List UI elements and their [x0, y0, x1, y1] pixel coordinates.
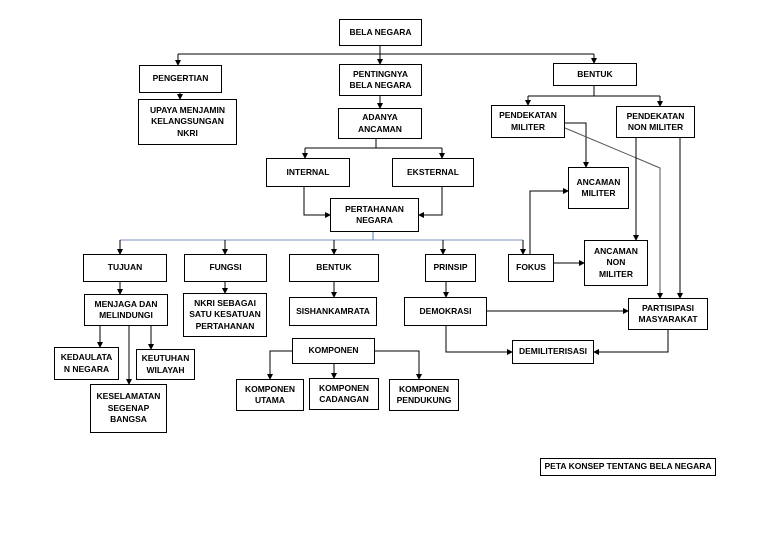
connector-line	[529, 188, 569, 254]
node-pengertian: PENGERTIAN	[139, 65, 222, 93]
node-komponen-cadangan: KOMPONEN CADANGAN	[309, 378, 379, 410]
node-kedaulatan: KEDAULATA N NEGARA	[54, 347, 119, 380]
connector-line	[445, 326, 513, 355]
node-partisipasi: PARTISIPASI MASYARAKAT	[628, 298, 708, 330]
node-pertahanan-negara: PERTAHANAN NEGARA	[330, 198, 419, 232]
node-bentuk-mid: BENTUK	[289, 254, 379, 282]
connector-line	[418, 187, 443, 218]
node-fungsi: FUNGSI	[184, 254, 267, 282]
node-sishankamrata: SISHANKAMRATA	[289, 297, 377, 326]
node-menjaga: MENJAGA DAN MELINDUNGI	[84, 294, 168, 326]
node-komponen: KOMPONEN	[292, 338, 375, 364]
node-pendekatan-non-militer: PENDEKATAN NON MILITER	[616, 106, 695, 138]
node-keselamatan: KESELAMATAN SEGENAP BANGSA	[90, 384, 167, 433]
node-komponen-utama: KOMPONEN UTAMA	[236, 379, 304, 411]
node-pentingnya: PENTINGNYA BELA NEGARA	[339, 64, 422, 96]
node-bentuk-top: BENTUK	[553, 63, 637, 86]
node-adanya-ancaman: ADANYA ANCAMAN	[338, 108, 422, 139]
connector-line	[593, 330, 669, 355]
node-fokus: FOKUS	[508, 254, 554, 282]
connector-line	[303, 187, 331, 218]
node-prinsip: PRINSIP	[425, 254, 476, 282]
node-demiliterisasi: DEMILITERISASI	[512, 340, 594, 364]
node-demokrasi: DEMOKRASI	[404, 297, 487, 326]
connector-line	[375, 350, 422, 380]
node-nkri-sebagai: NKRI SEBAGAI SATU KESATUAN PERTAHANAN	[183, 293, 267, 337]
connector-line	[565, 122, 589, 168]
node-komponen-pendukung: KOMPONEN PENDUKUNG	[389, 379, 459, 411]
node-tujuan: TUJUAN	[83, 254, 167, 282]
node-bela-negara: BELA NEGARA	[339, 19, 422, 46]
node-ancaman-militer: ANCAMAN MILITER	[568, 167, 629, 209]
node-internal: INTERNAL	[266, 158, 350, 187]
node-ancaman-non-militer: ANCAMAN NON MILITER	[584, 240, 648, 286]
node-eksternal: EKSTERNAL	[392, 158, 474, 187]
node-upaya-menjamin: UPAYA MENJAMIN KELANGSUNGAN NKRI	[138, 99, 237, 145]
connector-line	[564, 127, 663, 299]
connector-line	[267, 350, 292, 380]
node-pendekatan-militer: PENDEKATAN MILITER	[491, 105, 565, 138]
node-keutuhan: KEUTUHAN WILAYAH	[136, 349, 195, 380]
caption-box: PETA KONSEP TENTANG BELA NEGARA	[540, 458, 716, 476]
